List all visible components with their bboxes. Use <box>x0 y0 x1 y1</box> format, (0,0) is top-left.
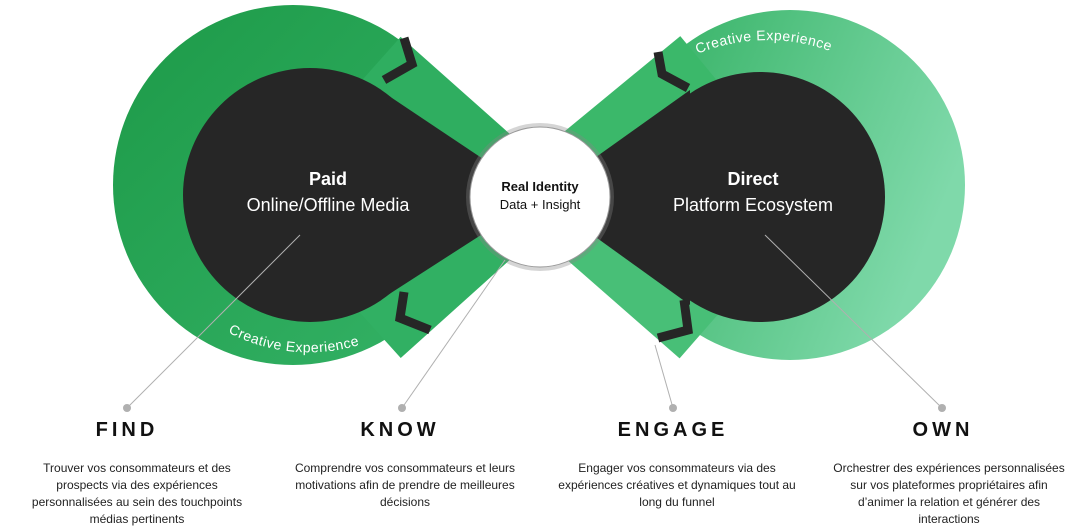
pointer-line-own <box>764 234 943 409</box>
stage-desc-own: Orchestrer des expériences personnalisée… <box>833 461 1065 526</box>
pointer-line-engage <box>654 344 674 409</box>
stage-title-know: KNOW <box>360 419 440 441</box>
right-subtitle: Platform Ecosystem <box>673 195 833 215</box>
pointer-line-find <box>126 234 301 409</box>
center-circle <box>469 126 611 268</box>
pointer-dot-know <box>398 404 406 412</box>
chevron-icon <box>395 291 432 335</box>
center-subtitle: Data + Insight <box>500 197 581 212</box>
stage-title-find: FIND <box>95 419 159 441</box>
left-core <box>183 68 540 322</box>
pointer-dot-find <box>123 404 131 412</box>
chevron-icon <box>381 36 418 84</box>
chevron-icon <box>656 299 693 343</box>
left-subtitle: Online/Offline Media <box>247 195 411 215</box>
pointer-dot-engage <box>669 404 677 412</box>
right-title: Direct <box>727 169 778 189</box>
left-title: Paid <box>309 169 347 189</box>
center-title: Real Identity <box>501 179 579 194</box>
right-core <box>540 72 885 322</box>
pointer-dot-own <box>938 404 946 412</box>
pointer-line-know <box>401 259 506 409</box>
stage-desc-engage: Engager vos consommateurs via des expéri… <box>558 461 796 509</box>
stage-title-engage: ENGAGE <box>617 419 729 441</box>
stage-desc-find: Trouver vos consommateurs et des prospec… <box>31 461 243 526</box>
stage-desc-know: Comprendre vos consommateurs et leurs mo… <box>294 461 516 509</box>
chevron-icon <box>653 51 691 92</box>
stage-title-own: OWN <box>912 419 974 441</box>
